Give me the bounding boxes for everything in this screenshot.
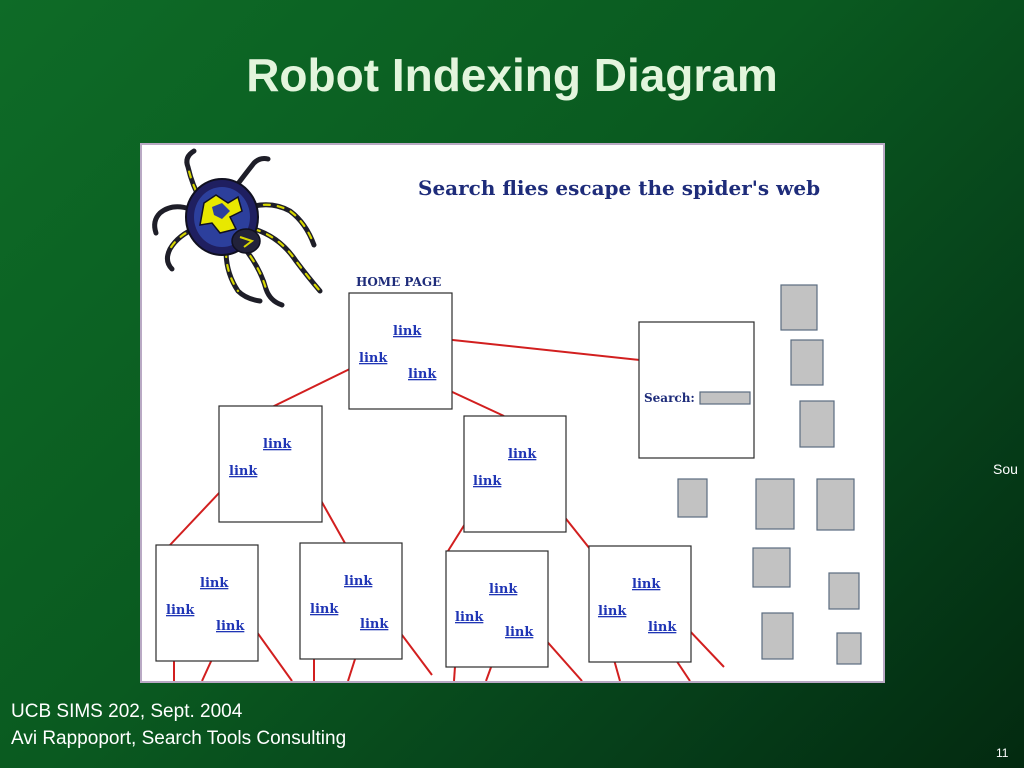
footer-course-line: UCB SIMS 202, Sept. 2004 — [11, 698, 346, 725]
search-field — [700, 392, 750, 404]
unlinked-page — [837, 633, 861, 664]
link-label: link — [408, 367, 437, 382]
diagram-headline: Search flies escape the spider's web — [418, 176, 820, 200]
link-label: link — [360, 617, 389, 632]
unlinked-page — [800, 401, 834, 447]
unlinked-page — [756, 479, 794, 529]
unlinked-page — [753, 548, 790, 587]
robot-indexing-diagram: Search flies escape the spider's web HOM… — [142, 145, 883, 681]
link-label: link — [632, 577, 661, 592]
footer: UCB SIMS 202, Sept. 2004 Avi Rappoport, … — [11, 698, 346, 752]
unlinked-page — [791, 340, 823, 385]
link-label: link — [393, 324, 422, 339]
link-label: link — [263, 437, 292, 452]
page-box — [300, 543, 402, 659]
home-page-label: HOME PAGE — [356, 275, 441, 289]
link-label: link — [598, 604, 627, 619]
link-label: link — [344, 574, 373, 589]
link-label: link — [229, 464, 258, 479]
link-label: link — [648, 620, 677, 635]
spider-icon — [155, 151, 320, 305]
link-label: link — [455, 610, 484, 625]
footer-author-line: Avi Rappoport, Search Tools Consulting — [11, 725, 346, 752]
search-page-box — [639, 322, 754, 458]
link-label: link — [200, 576, 229, 591]
unlinked-page — [829, 573, 859, 609]
slide-title: Robot Indexing Diagram — [0, 48, 1024, 102]
unlinked-page — [781, 285, 817, 330]
unlinked-page — [762, 613, 793, 659]
edge-home-to-page-a — [270, 363, 362, 408]
unlinked-page — [678, 479, 707, 517]
link-label: link — [508, 447, 537, 462]
page-number: 11 — [996, 746, 1008, 760]
unlinked-page — [817, 479, 854, 530]
link-label: link — [359, 351, 388, 366]
page-box — [446, 551, 548, 667]
source-note: Sou — [993, 461, 1024, 477]
link-label: link — [166, 603, 195, 618]
diagram-frame: Search flies escape the spider's web HOM… — [140, 143, 885, 683]
link-label: link — [489, 582, 518, 597]
search-label: Search: — [644, 391, 695, 405]
link-label: link — [310, 602, 339, 617]
link-label: link — [216, 619, 245, 634]
link-label: link — [505, 625, 534, 640]
link-label: link — [473, 474, 502, 489]
